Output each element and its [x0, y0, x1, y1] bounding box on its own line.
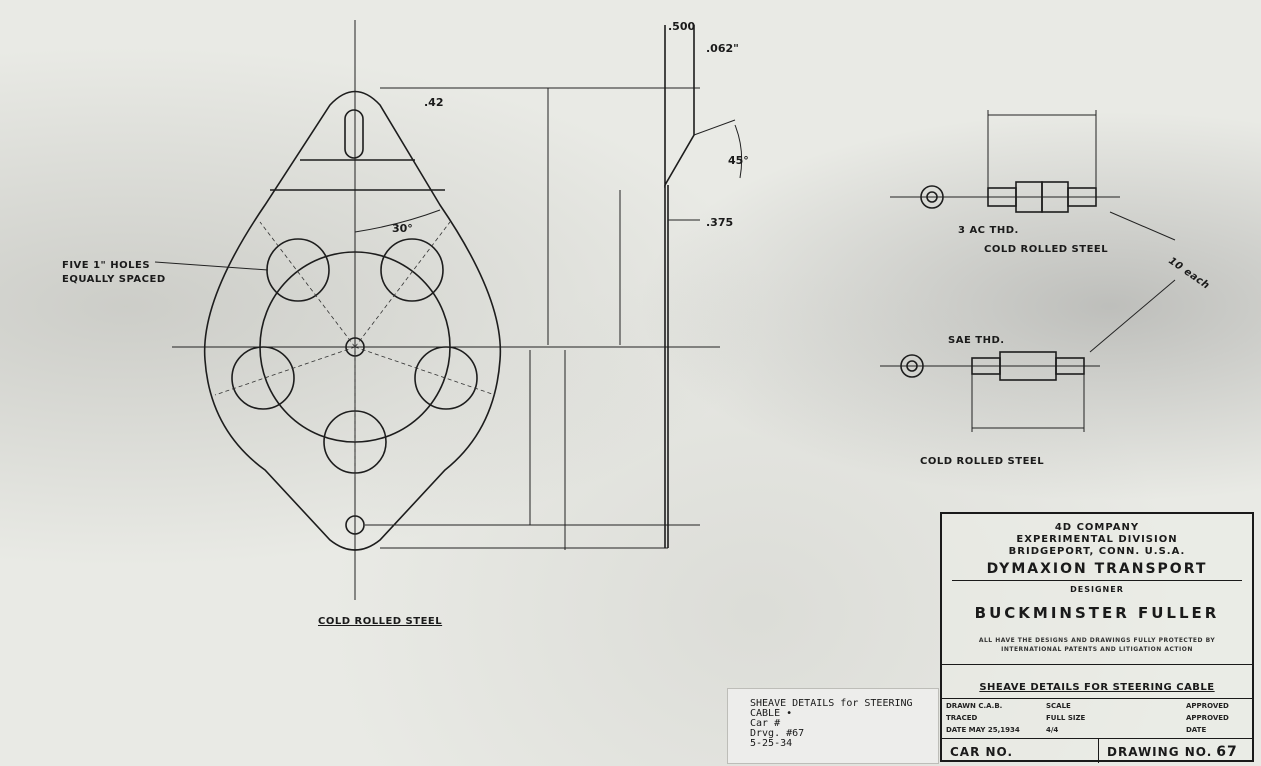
qty-leader-lower [1089, 279, 1176, 353]
project-name: DYMAXION TRANSPORT [986, 561, 1208, 577]
company-location: BRIDGEPORT, CONN. U.S.A. [1008, 546, 1186, 557]
designer-label: DESIGNER [1070, 585, 1124, 594]
title-block-divider-2 [942, 698, 1252, 699]
company-division: EXPERIMENTAL DIVISION [1016, 534, 1178, 545]
material-label-lower-right: COLD ROLLED STEEL [920, 456, 1044, 467]
card-line-4: Drvg. #67 [750, 728, 805, 739]
card-line-1: SHEAVE DETAILS for STEERING [750, 698, 913, 709]
date-label-2: DATE [1186, 726, 1207, 734]
project-underline [952, 580, 1242, 581]
bottom-hole [345, 515, 365, 535]
angle-arc-30 [354, 209, 441, 233]
approval-grid: DRAWN C.A.B. SCALE APPROVED TRACED FULL … [942, 700, 1252, 736]
dim-500: .500 [668, 20, 695, 33]
drawing-number: 67 [1216, 744, 1238, 760]
dim-angle-45: 45° [728, 154, 749, 167]
hole-3 [231, 346, 295, 410]
quantity-note: 10 each [1166, 255, 1211, 291]
car-number-label: CAR NO. [950, 745, 1014, 759]
approved-label: APPROVED [1186, 702, 1229, 710]
drawing-number-box: DRAWING NO.67 [1098, 739, 1252, 763]
hole-2 [380, 238, 444, 302]
card-line-5: 5-25-34 [750, 738, 793, 749]
traced-by: TRACED [946, 714, 978, 722]
approved-label-2: APPROVED [1186, 714, 1229, 722]
radial-lines [214, 221, 496, 480]
drawing-subject: SHEAVE DETAILS FOR STEERING CABLE [979, 682, 1215, 693]
card-line-3: Car # [750, 718, 781, 729]
title-block-footer: CAR NO. DRAWING NO.67 [942, 738, 1252, 763]
dim-angle-30: 30° [392, 222, 413, 235]
title-block: 4D COMPANY EXPERIMENTAL DIVISION BRIDGEP… [940, 512, 1254, 763]
axle-upper-right-thread [1067, 187, 1097, 207]
holes-label-line2: EQUALLY SPACED [62, 274, 166, 285]
designer-name: BUCKMINSTER FULLER [974, 604, 1220, 622]
scale-extra: 4/4 [1046, 726, 1059, 734]
angle-arc-45 [734, 124, 743, 179]
drawn-by: DRAWN C.A.B. [946, 702, 1003, 710]
hole-4 [414, 346, 478, 410]
dim-thickness-375: .375 [706, 216, 733, 229]
dim-42: .42 [424, 96, 444, 109]
thread-label-lower: SAE THD. [948, 335, 1005, 346]
top-slot [344, 109, 364, 159]
side-profile-top [664, 25, 695, 188]
material-label-main: COLD ROLLED STEEL [318, 616, 442, 627]
holes-leader [154, 261, 269, 271]
scale-label: SCALE [1046, 702, 1071, 710]
dim-thickness-062: .062" [706, 42, 739, 55]
thread-label-upper: 3 AC THD. [958, 225, 1019, 236]
company-name: 4D COMPANY [1054, 522, 1140, 533]
scale-value: FULL SIZE [1046, 714, 1086, 722]
axle-lower-right-thread [1055, 357, 1085, 375]
drawing-number-label: DRAWING NO. [1107, 745, 1213, 759]
qty-leader-upper [1109, 211, 1176, 241]
angle-leader-45 [693, 119, 736, 136]
sheave-plate-outline [203, 90, 502, 551]
holes-label-line1: FIVE 1" HOLES [62, 260, 150, 271]
company-info: 4D COMPANY EXPERIMENTAL DIVISION BRIDGEP… [942, 522, 1252, 558]
title-block-divider-1 [942, 664, 1252, 665]
protection-notice: ALL HAVE THE DESIGNS AND DRAWINGS FULLY … [978, 637, 1216, 653]
material-label-upper-right: COLD ROLLED STEEL [984, 244, 1108, 255]
typed-label-card: SHEAVE DETAILS for STEERING CABLE • Car … [727, 688, 939, 764]
hole-1 [266, 238, 330, 302]
drawing-date: DATE MAY 25,1934 [946, 726, 1020, 734]
card-line-2: CABLE • [750, 708, 793, 719]
